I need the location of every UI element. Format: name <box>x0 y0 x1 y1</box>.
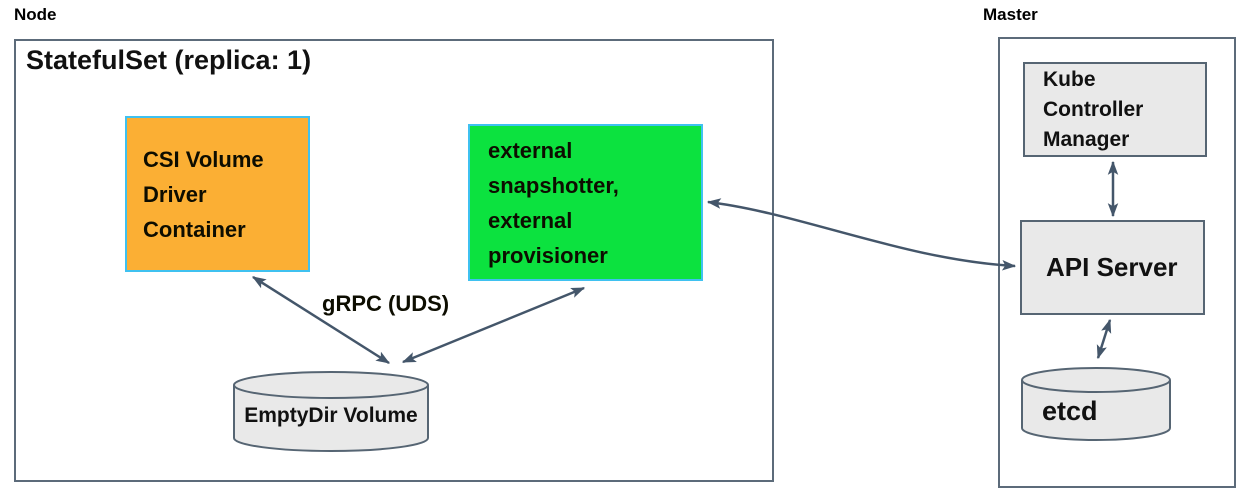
cylinder-icon <box>233 371 429 452</box>
kube-controller-manager-box: Kube Controller Manager <box>1023 62 1207 157</box>
external-sidecars-box: external snapshotter, external provision… <box>468 124 703 281</box>
emptydir-label: EmptyDir Volume <box>244 404 418 427</box>
csi-driver-label: CSI Volume Driver Container <box>143 146 264 242</box>
emptydir-cylinder: EmptyDir Volume <box>232 370 430 453</box>
master-group-label: Master <box>983 5 1038 24</box>
statefulset-label: StatefulSet (replica: 1) <box>26 45 312 75</box>
grpc-label: gRPC (UDS) <box>322 291 450 316</box>
csi-driver-box: CSI Volume Driver Container <box>125 116 310 272</box>
etcd-cylinder: etcd <box>1020 366 1172 442</box>
cylinder-icon <box>1021 367 1171 441</box>
api-server-label: API Server <box>1046 252 1178 282</box>
kube-controller-manager-label: Kube Controller Manager <box>1043 67 1144 151</box>
external-sidecars-label: external snapshotter, external provision… <box>488 137 619 268</box>
etcd-label: etcd <box>1042 396 1098 426</box>
api-server-box: API Server <box>1020 220 1205 315</box>
node-group-label: Node <box>14 5 57 24</box>
